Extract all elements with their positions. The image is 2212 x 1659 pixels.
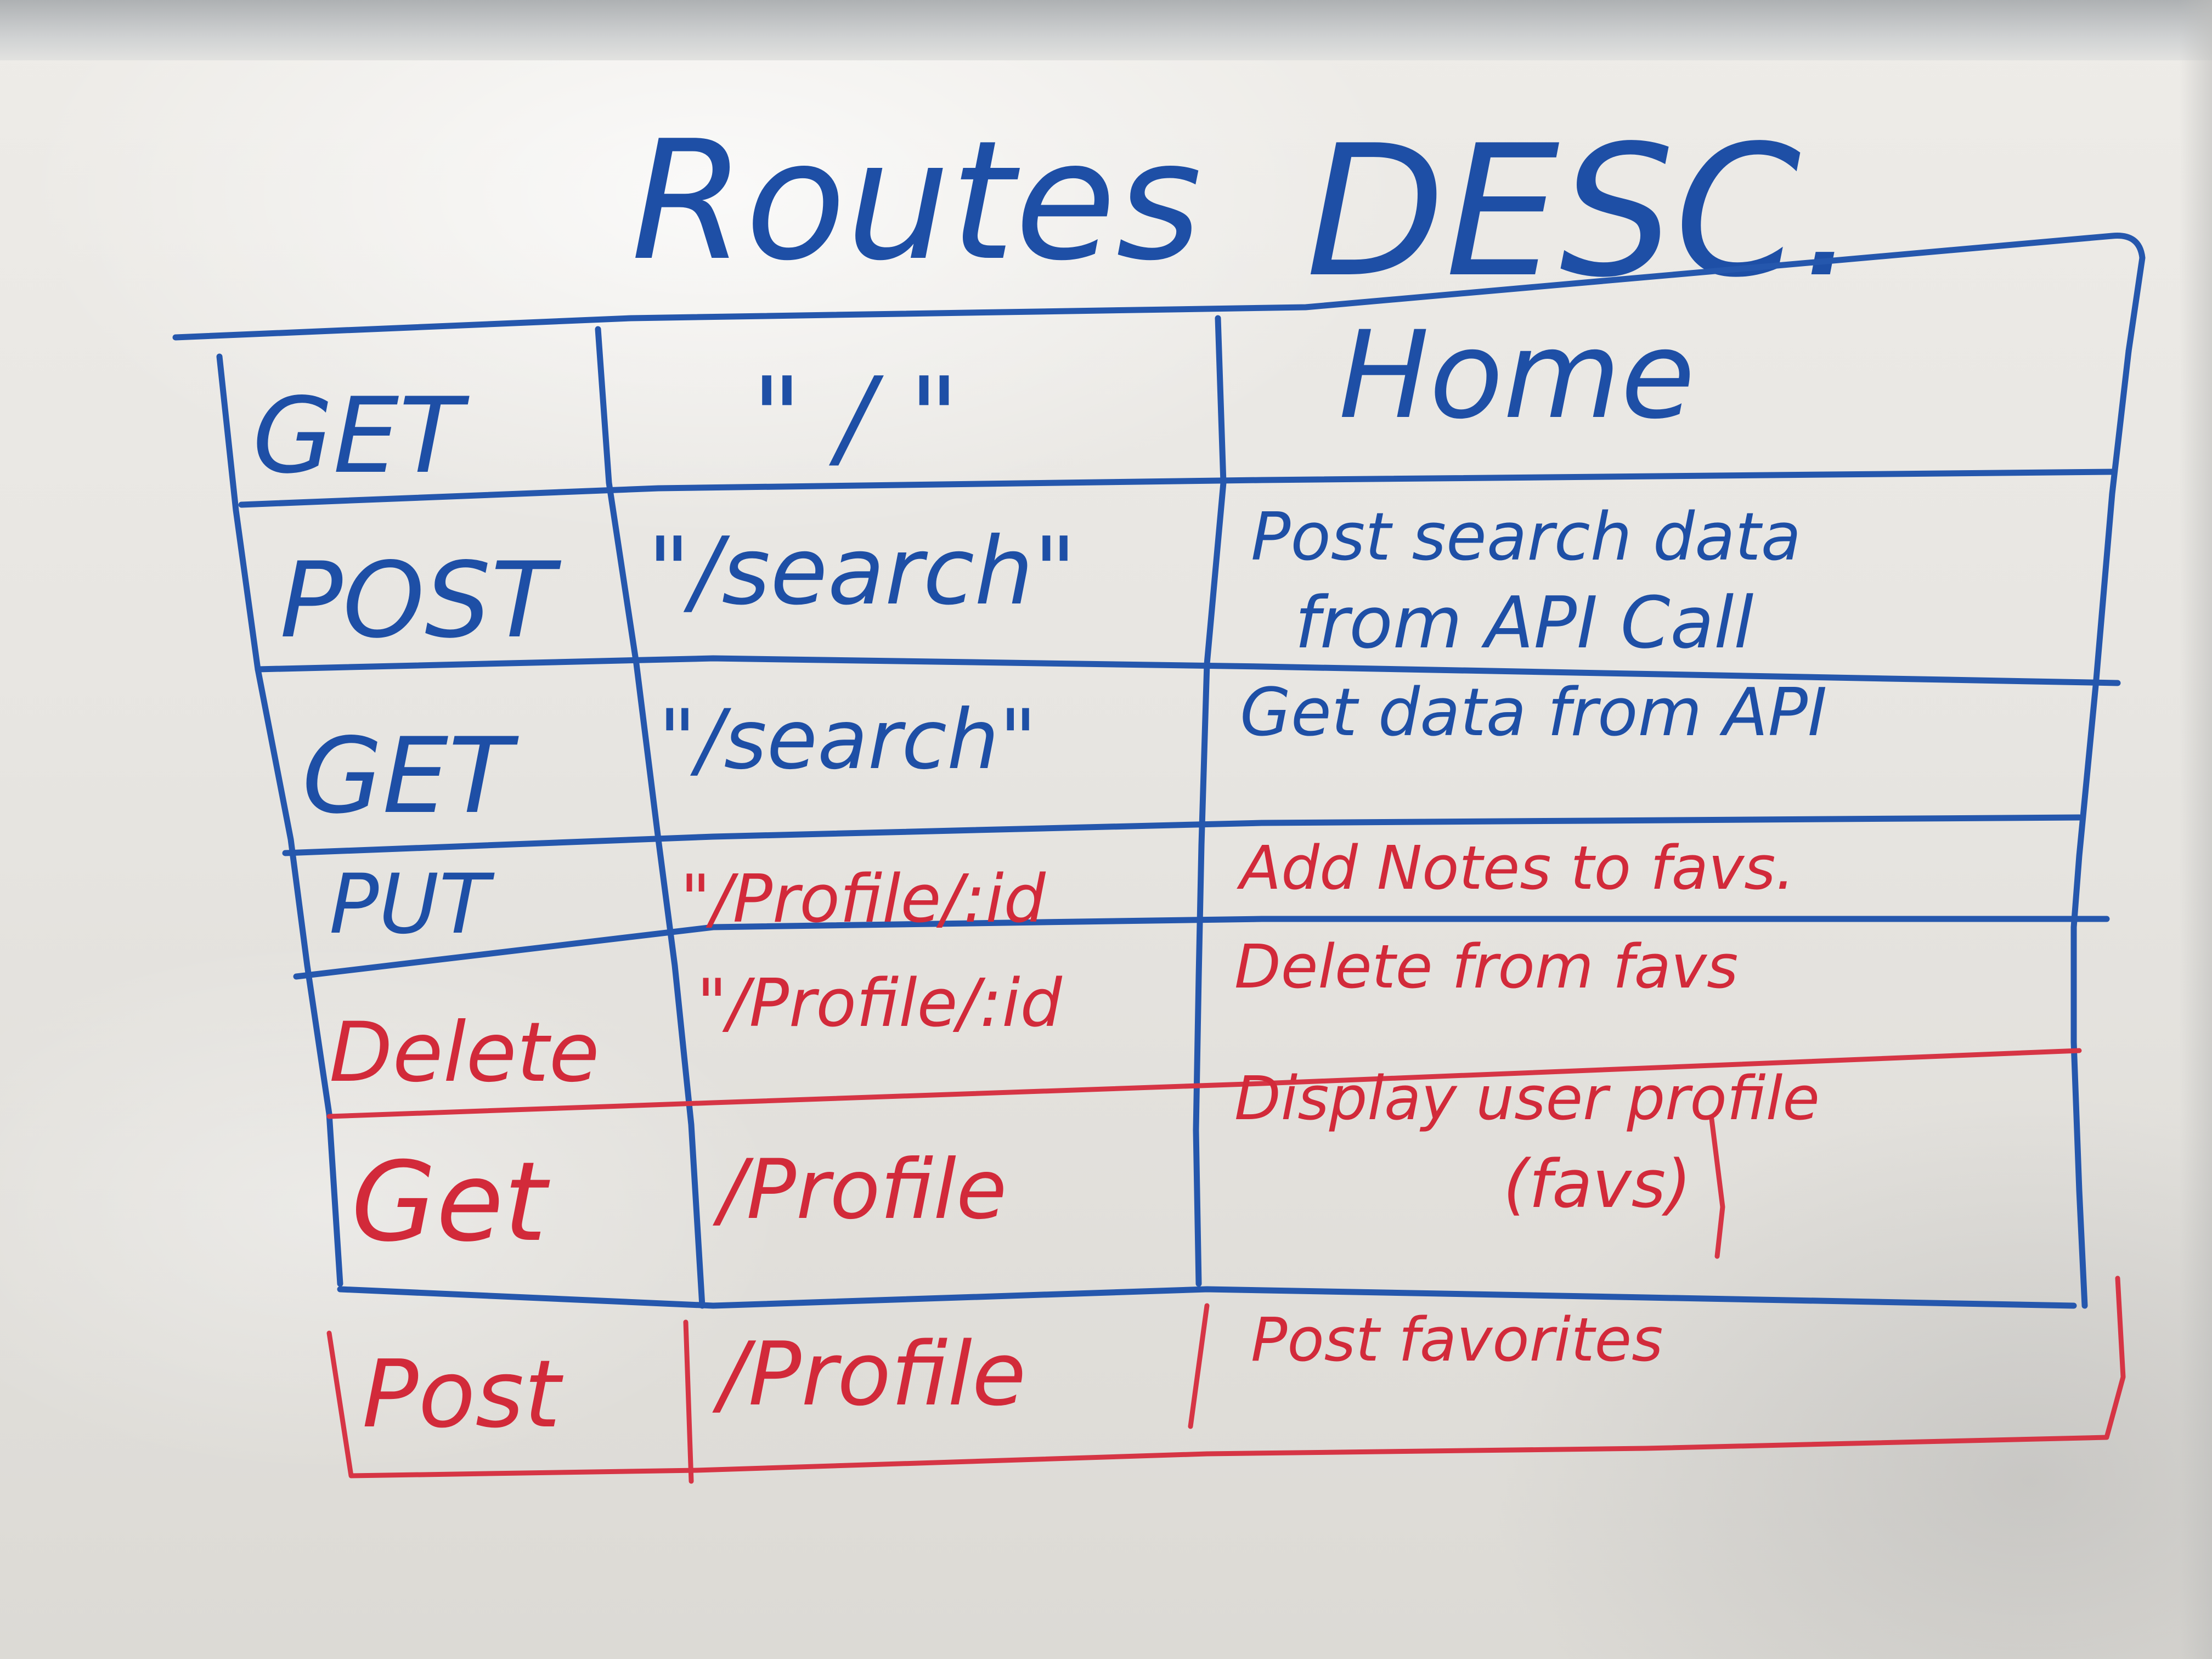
row4-desc: Add Notes to favs. [1237,833,1795,903]
whiteboard-right-edge [2179,0,2212,1659]
row4-method: PUT [329,857,495,952]
row2-path: "/search" [647,517,1076,626]
row1-path: " / " [752,354,960,482]
whiteboard-top-frame [0,0,2212,60]
row6-method: Get [351,1138,550,1266]
red-table-grid [326,1048,2126,1484]
row5-desc: Delete from favs [1234,932,1738,1002]
row1-desc: Home [1339,305,1695,445]
row-divider-4 [293,916,2110,980]
row7-desc: Post favorites [1251,1305,1663,1375]
table-col-divider-1 [595,326,706,1309]
red-row-divider-1 [326,1048,2082,1119]
row3-desc: Get data from API [1240,675,1827,751]
red-vertical-desc [1709,1116,1725,1259]
blue-table-grid [172,233,2146,1309]
row5-path: "/Profile/:id [697,966,1063,1042]
table-col-divider-2 [1193,315,1227,1287]
row3-method: GET [302,715,519,837]
red-post-divider-1 [683,1319,694,1484]
table-top-border [172,233,2146,354]
row4-path: "/Profile/:id [680,861,1046,938]
row-divider-3 [282,814,2083,856]
row6-path: /Profile [713,1142,1007,1238]
red-post-box [326,1276,2126,1479]
table-left-border [216,353,343,1287]
row6-desc-line1: Display user profile [1234,1063,1820,1133]
row-divider-2 [255,655,2121,686]
red-post-divider-2 [1188,1303,1210,1429]
table-right-border [2070,348,2132,1309]
table-bottom-blue [337,1286,2077,1309]
title-group: Routes DESC. [631,105,1858,317]
title-routes: Routes [631,105,1202,297]
row7-method: Post [362,1340,563,1449]
row6-desc-line2: (favs) [1503,1147,1691,1223]
row2-method: POST [280,540,562,661]
row2-desc-line2: from API Call [1295,581,1753,664]
row2-desc-line1: Post search data [1251,499,1801,575]
row5-method: Delete [329,1005,600,1101]
row7-path: /Profile [712,1323,1026,1425]
row1-method: GET [252,375,470,496]
row3-path: "/search" [658,692,1037,788]
row-divider-1 [238,469,2115,508]
